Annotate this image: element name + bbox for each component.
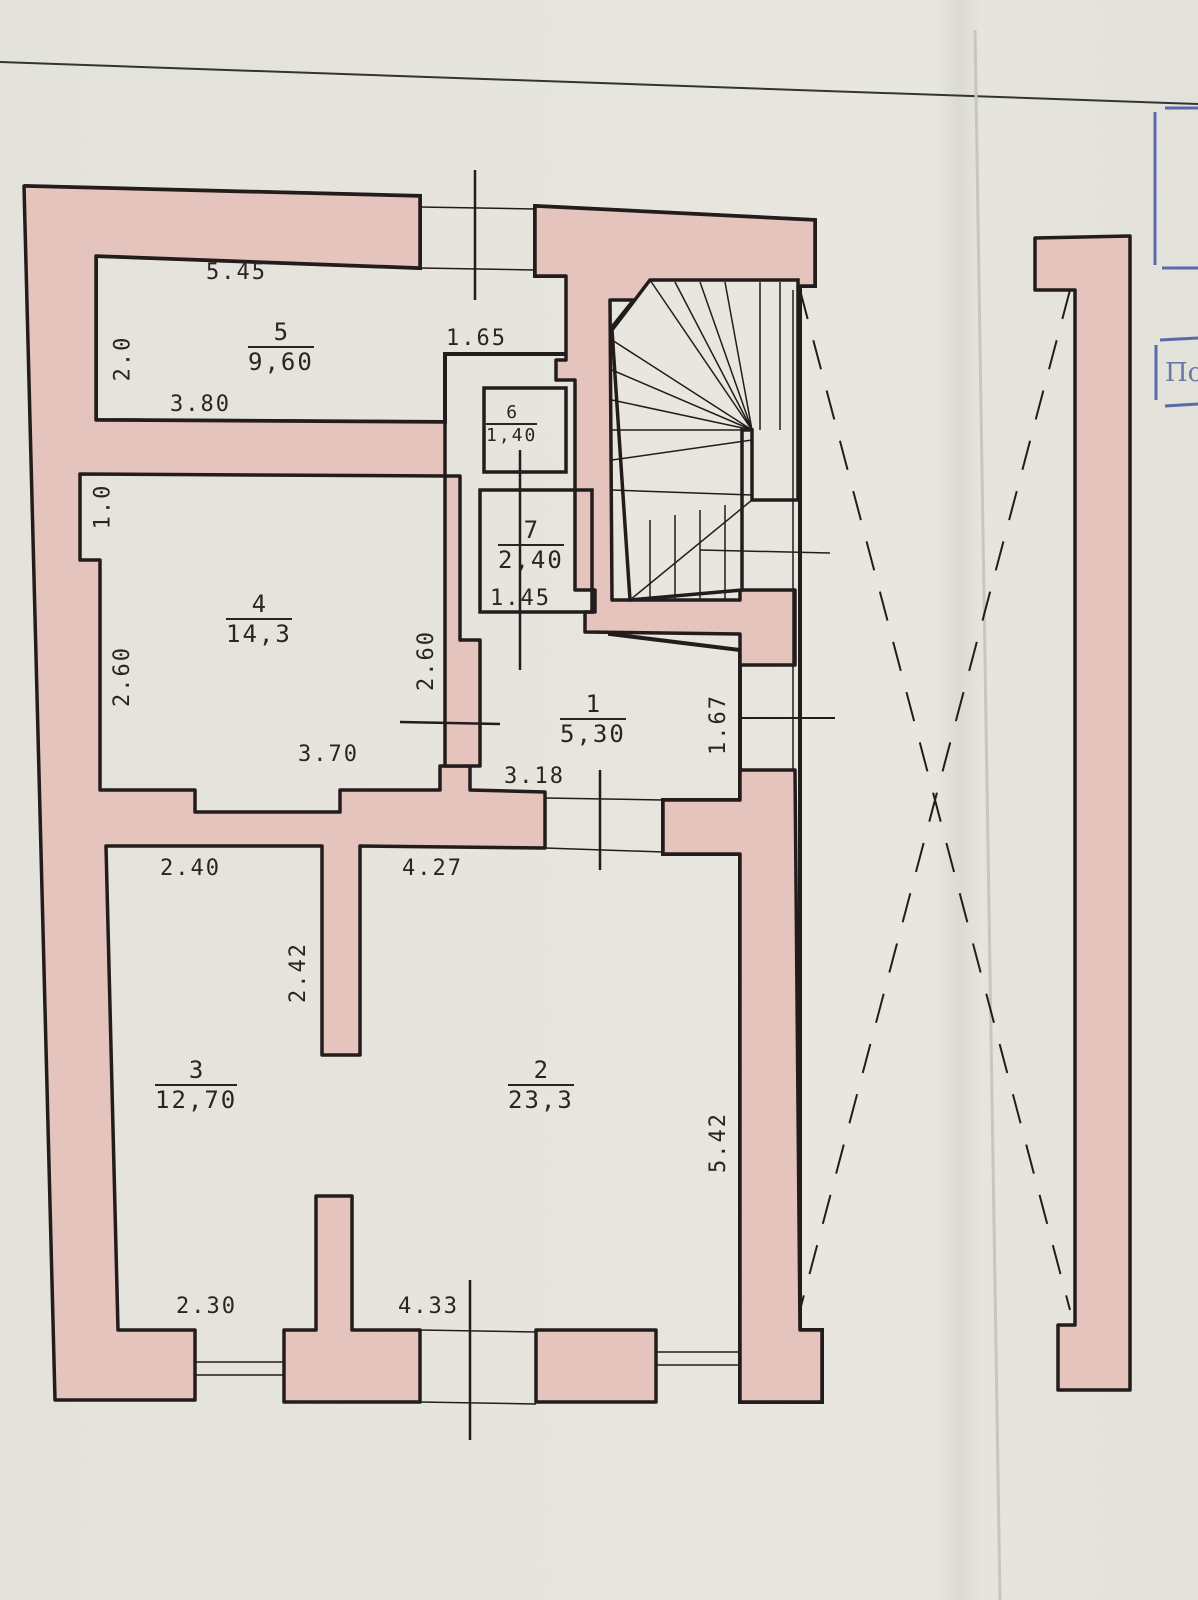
room-number: 1: [560, 690, 626, 720]
dim-r1-bottom: 3.18: [504, 764, 565, 789]
room-4-label: 4 14,3: [226, 590, 292, 648]
dim-r5-top: 5.45: [206, 260, 267, 285]
room-number: 2: [508, 1056, 574, 1086]
dim-partition: 2.42: [285, 942, 311, 1003]
room-area: 9,60: [248, 348, 314, 376]
room-number: 6: [486, 402, 538, 425]
room-3-label: 3 12,70: [155, 1056, 238, 1114]
room-number: 7: [498, 516, 564, 546]
page-fold: [973, 29, 1002, 1600]
dim-r7-bottom: 1.45: [490, 586, 551, 611]
openings: [195, 170, 835, 1440]
walls: [22, 184, 1132, 1404]
room-6-label: 6 1,40: [486, 402, 538, 446]
stamp-boxes: [1153, 106, 1198, 408]
closet-walls: [478, 386, 594, 614]
dim-r5-left: 2.0: [110, 335, 136, 382]
dim-r2-right: 5.42: [705, 1112, 731, 1173]
stamp-text: По: [1165, 358, 1198, 388]
dim-r4-left-top: 1.0: [90, 483, 116, 530]
room-area: 14,3: [226, 620, 292, 648]
room-area: 1,40: [486, 425, 538, 446]
room-2-label: 2 23,3: [508, 1056, 574, 1114]
section-dashed-lines: [799, 289, 1071, 1311]
dim-r2-top: 4.27: [402, 856, 463, 881]
dim-r5-bottom: 3.80: [170, 392, 231, 417]
dim-r4-left: 2.60: [109, 646, 135, 707]
room-area: 12,70: [155, 1086, 238, 1114]
sheet-border-line: [0, 61, 1198, 105]
dim-r3-bottom: 2.30: [176, 1294, 237, 1319]
room-area: 23,3: [508, 1086, 574, 1114]
dim-r1-right: 1.67: [705, 694, 731, 755]
room-7-label: 7 2,40: [498, 516, 564, 574]
room-5-label: 5 9,60: [248, 318, 314, 376]
dim-r3-top: 2.40: [160, 856, 221, 881]
room-area: 5,30: [560, 720, 626, 748]
room-number: 4: [226, 590, 292, 620]
dim-r4-bottom: 3.70: [298, 742, 359, 767]
dim-r4-right: 2.60: [413, 630, 439, 691]
staircase: [610, 278, 831, 602]
room-area: 2,40: [498, 546, 564, 574]
room-number: 5: [248, 318, 314, 348]
room-1-label: 1 5,30: [560, 690, 626, 748]
dim-r2-bottom: 4.33: [398, 1294, 459, 1319]
dim-r5-step: 1.65: [446, 326, 507, 351]
room-number: 3: [155, 1056, 238, 1086]
